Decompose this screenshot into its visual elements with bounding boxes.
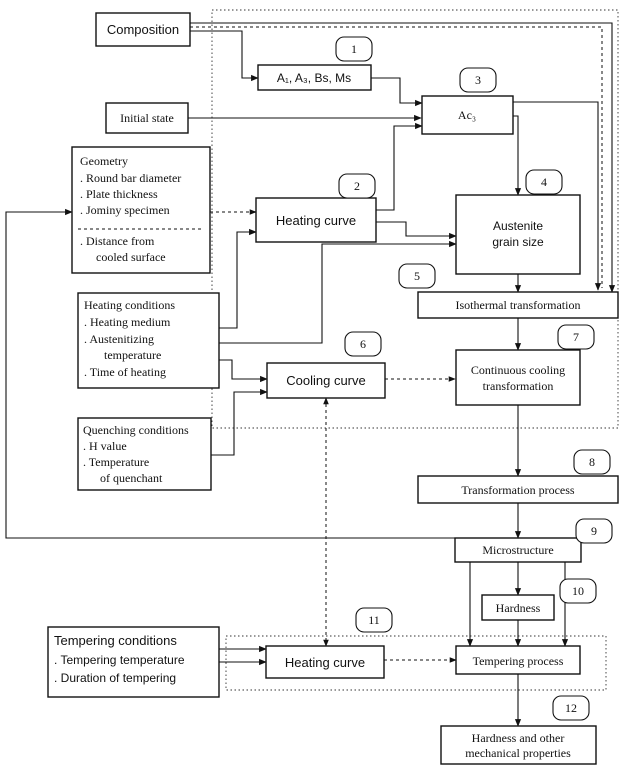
step-number-4: 4: [541, 175, 547, 189]
cct-box: Continuous cooling transformation: [455, 349, 581, 406]
quenching-conditions-l2: . Temperature: [83, 455, 149, 469]
arrow-heatcond-to-heating: [219, 228, 257, 329]
step-number-1: 1: [351, 42, 357, 56]
step-badge-4: 4: [525, 169, 563, 195]
transformation-process-box: Transformation process: [417, 475, 619, 504]
cooling-curve-label: Cooling curve: [286, 373, 366, 388]
microstructure-label: Microstructure: [482, 543, 553, 557]
transformation-process-label: Transformation process: [461, 483, 575, 497]
cct-label-1: Continuous cooling: [471, 363, 565, 377]
heating-curve-box: Heating curve: [255, 197, 377, 243]
hardness-label: Hardness: [496, 601, 541, 615]
step-number-10: 10: [572, 584, 584, 598]
arrow-heatcond-to-cooling: [219, 359, 268, 383]
quenching-conditions-box: Quenching conditions . H value . Tempera…: [77, 417, 212, 491]
step-badge-1: 1: [335, 36, 373, 62]
isothermal-label: Isothermal transformation: [456, 298, 581, 312]
heating-conditions-box: Heating conditions . Heating medium . Au…: [77, 292, 220, 389]
tempering-process-box: Tempering process: [455, 645, 581, 675]
step-number-5: 5: [414, 269, 420, 283]
step-badge-2: 2: [338, 173, 376, 199]
geometry-item-2: . Plate thickness: [80, 187, 158, 201]
arrow-ac3-to-isothermal: [513, 101, 602, 291]
tempering-conditions-title: Tempering conditions: [54, 633, 177, 648]
step-badge-5: 5: [398, 263, 436, 289]
quenching-conditions-l1: . H value: [83, 439, 127, 453]
step-number-8: 8: [589, 455, 595, 469]
tempering-conditions-l1: . Tempering temperature: [54, 653, 185, 667]
composition-box: Composition: [95, 12, 191, 47]
heating-curve-2-box: Heating curve: [265, 645, 385, 679]
austenite-grain-label-2: grain size: [492, 235, 544, 249]
step-number-3: 3: [475, 73, 481, 87]
step-badge-9: 9: [575, 518, 613, 544]
transformation-temps-box: A₁, A₃, Bs, Ms: [257, 64, 372, 91]
heating-conditions-title: Heating conditions: [84, 298, 175, 312]
tempering-conditions-l2: . Duration of tempering: [54, 671, 176, 685]
geometry-item-1: . Round bar diameter: [80, 171, 181, 185]
step-badge-11: 11: [355, 607, 393, 633]
step-number-12: 12: [565, 701, 577, 715]
heating-curve-label: Heating curve: [276, 213, 356, 228]
heating-conditions-l3: temperature: [104, 348, 161, 362]
heating-conditions-l4: . Time of heating: [84, 365, 166, 379]
transformation-temps-label: A₁, A₃, Bs, Ms: [277, 71, 351, 85]
arrow-heating-to-ac3: [376, 122, 423, 211]
step-badge-7: 7: [557, 324, 595, 350]
initial-state-label: Initial state: [120, 111, 174, 125]
step-badge-12: 12: [552, 695, 590, 721]
ac3-box: Ac₃: [421, 95, 514, 135]
arrow-composition-to-temps: [190, 30, 259, 82]
step-number-9: 9: [591, 524, 597, 538]
microstructure-box: Microstructure: [454, 537, 582, 563]
final-properties-box: Hardness and other mechanical properties: [440, 725, 597, 765]
step-badge-10: 10: [559, 578, 597, 604]
arrow-feedback-to-geometry: [5, 208, 455, 539]
quenching-conditions-l3: of quenchant: [100, 471, 163, 485]
quenching-conditions-title: Quenching conditions: [83, 423, 189, 437]
cct-label-2: transformation: [483, 379, 554, 393]
arrow-heatcond-to-grain: [219, 240, 457, 344]
geometry-extra-1: . Distance from: [80, 234, 155, 248]
step-number-7: 7: [573, 330, 579, 344]
isothermal-box: Isothermal transformation: [417, 291, 619, 319]
step-badge-6: 6: [344, 331, 382, 357]
initial-state-box: Initial state: [105, 102, 189, 134]
geometry-item-3: . Jominy specimen: [80, 203, 170, 217]
arrow-quench-to-cooling: [211, 388, 268, 456]
step-badge-8: 8: [573, 449, 611, 475]
step-badge-3: 3: [459, 67, 497, 93]
heating-conditions-l1: . Heating medium: [84, 315, 171, 329]
tempering-region-outline: [225, 635, 607, 691]
final-label-2: mechanical properties: [465, 746, 571, 760]
cooling-curve-box: Cooling curve: [266, 362, 386, 399]
tempering-conditions-box: Tempering conditions . Tempering tempera…: [47, 626, 220, 698]
geometry-title: Geometry: [80, 154, 128, 168]
composition-label: Composition: [107, 22, 179, 37]
arrow-heating-to-grain: [376, 221, 457, 240]
austenite-grain-box: Austenite grain size: [455, 194, 581, 275]
geometry-extra-2: cooled surface: [96, 250, 166, 264]
step-number-11: 11: [368, 613, 380, 627]
ac3-label: Ac₃: [458, 108, 476, 122]
tempering-process-label: Tempering process: [473, 654, 564, 668]
arrow-composition-to-isothermal: [190, 22, 616, 293]
final-label-1: Hardness and other: [472, 731, 565, 745]
hardness-box: Hardness: [481, 594, 555, 621]
arrow-temps-to-ac3: [371, 77, 423, 107]
austenite-grain-label-1: Austenite: [493, 219, 543, 233]
geometry-box: Geometry . Round bar diameter . Plate th…: [71, 146, 211, 274]
step-number-2: 2: [354, 179, 360, 193]
heating-conditions-l2: . Austenitizing: [84, 332, 154, 346]
heating-curve-2-label: Heating curve: [285, 655, 365, 670]
step-number-6: 6: [360, 337, 366, 351]
